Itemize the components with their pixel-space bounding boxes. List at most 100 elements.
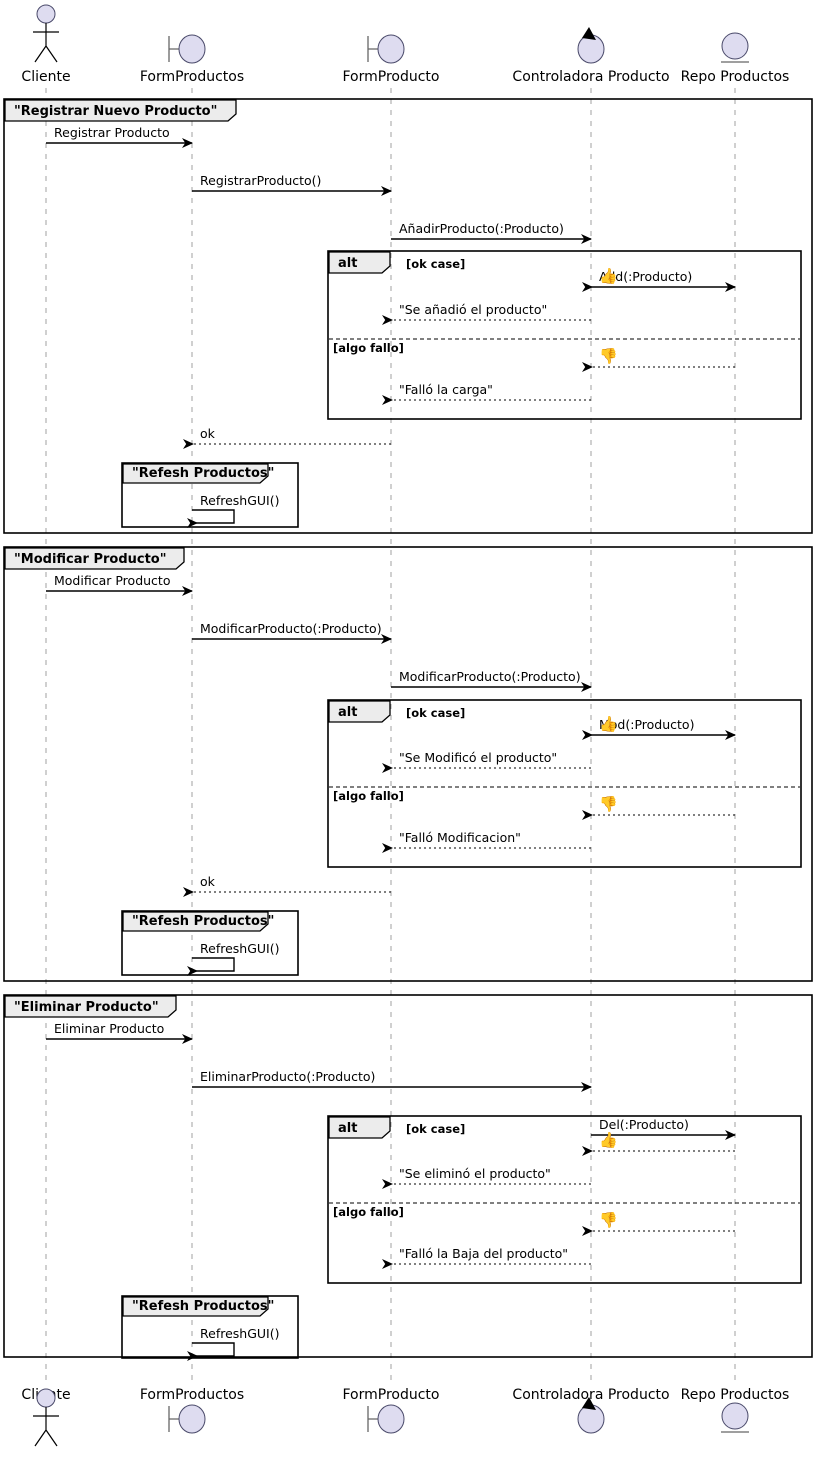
message: "Falló la Baja del producto" xyxy=(382,1246,591,1269)
participant-label-cliente: Cliente xyxy=(21,69,70,85)
message: Del(:Producto) xyxy=(591,1117,736,1140)
thumbs-down-icon: 👎 xyxy=(599,1211,618,1229)
fragment-refresh-0: "Refesh Productos" xyxy=(121,462,299,528)
fragment-alt-1-tab xyxy=(328,700,391,723)
message: "Se Modificó el producto" xyxy=(382,750,591,773)
boundary-icon-bar xyxy=(168,36,180,62)
message-label: Mod(:Producto) xyxy=(599,717,694,732)
entity-icon xyxy=(721,32,749,60)
participant-footer-cliente xyxy=(33,1388,59,1447)
message: EliminarProducto(:Producto) xyxy=(192,1069,592,1092)
message: "Se eliminó el producto" xyxy=(382,1166,591,1189)
fragment-refresh-2: "Refesh Productos" xyxy=(121,1295,299,1359)
fragment-refresh-2-border xyxy=(121,1295,299,1359)
message-label: "Se eliminó el producto" xyxy=(399,1166,551,1181)
self-message-label: RefreshGUI() xyxy=(200,493,279,508)
participant-footer-label-formproducto: FormProducto xyxy=(343,1387,440,1403)
participant-footer-formproducto xyxy=(367,1404,405,1434)
self-message: RefreshGUI() xyxy=(187,493,279,528)
participant-label-formproductos: FormProductos xyxy=(140,69,244,85)
participant-footer-label-formproductos: FormProductos xyxy=(140,1387,244,1403)
message-label: RegistrarProducto() xyxy=(200,173,321,188)
alt-guard-1: [algo fallo] xyxy=(333,789,404,803)
message: AñadirProducto(:Producto) xyxy=(391,221,592,244)
message-label: "Se Modificó el producto" xyxy=(399,750,557,765)
self-message: RefreshGUI() xyxy=(187,1326,279,1361)
alt-guard-1: [algo fallo] xyxy=(333,1205,404,1219)
message-label: Modificar Producto xyxy=(54,573,170,588)
self-message-arrow xyxy=(187,957,235,976)
message-label: Registrar Producto xyxy=(54,125,170,140)
fragment-group-2-tab xyxy=(4,995,177,1018)
message-label: Del(:Producto) xyxy=(599,1117,689,1132)
message: ok xyxy=(183,874,391,897)
message: ok xyxy=(183,426,391,449)
self-message-arrow xyxy=(187,509,235,528)
fragment-alt-0-label: alt xyxy=(338,256,357,271)
participant-footer-label-controladora: Controladora Producto xyxy=(512,1387,669,1403)
boundary-icon xyxy=(178,1404,206,1434)
fragment-refresh-0-tab xyxy=(122,463,269,484)
fragment-alt-0-tab xyxy=(328,251,391,274)
fragment-refresh-1-border xyxy=(121,910,299,976)
fragment-group-0: "Registrar Nuevo Producto" xyxy=(3,98,813,534)
boundary-icon-bar xyxy=(367,1406,379,1432)
participant-cliente: Cliente xyxy=(21,4,71,85)
fragment-refresh-2-label: "Refesh Productos" xyxy=(132,1299,274,1314)
participant-footer-controladora xyxy=(577,1397,605,1434)
participant-footer-formproductos xyxy=(168,1404,206,1434)
actor-icon xyxy=(36,1388,56,1408)
boundary-icon xyxy=(377,34,405,64)
fragment-refresh-0-border xyxy=(121,462,299,528)
participant-label-controladora: Controladora Producto xyxy=(512,69,669,85)
fragment-refresh-1-tab xyxy=(122,911,269,932)
fragment-group-2: "Eliminar Producto" xyxy=(3,994,813,1358)
fragment-group-1-tab xyxy=(4,547,185,570)
boundary-icon xyxy=(178,34,206,64)
message: 👎 xyxy=(582,1211,735,1236)
thumbs-up-icon: 👍 xyxy=(599,267,618,285)
fragment-refresh-1-label: "Refesh Productos" xyxy=(132,914,274,929)
message: RegistrarProducto() xyxy=(192,173,392,196)
fragment-group-0-label: "Registrar Nuevo Producto" xyxy=(14,104,217,119)
participant-label-repo: Repo Productos xyxy=(681,69,790,85)
message-label: ModificarProducto(:Producto) xyxy=(399,669,581,684)
fragment-group-1-label: "Modificar Producto" xyxy=(14,552,167,567)
boundary-icon-bar xyxy=(168,1406,180,1432)
fragment-alt-1-border xyxy=(327,699,802,868)
participant-formproductos: FormProductos xyxy=(140,34,244,85)
fragment-alt-1: alt xyxy=(327,699,802,868)
thumbs-down-icon: 👎 xyxy=(599,347,618,365)
fragment-group-0-tab xyxy=(4,99,237,122)
actor-icon-body xyxy=(33,23,59,63)
message-label: "Falló la carga" xyxy=(399,382,493,397)
fragment-alt-2-label: alt xyxy=(338,1121,357,1136)
self-message: RefreshGUI() xyxy=(187,941,279,976)
fragment-group-1-border xyxy=(3,546,813,982)
message-label: ok xyxy=(200,426,216,441)
message-label: "Se añadió el producto" xyxy=(399,302,547,317)
fragment-group-2-border xyxy=(3,994,813,1358)
message-label: ok xyxy=(200,874,216,889)
message-label: "Falló Modificacion" xyxy=(399,830,521,845)
message-label: "Falló la Baja del producto" xyxy=(399,1246,568,1261)
message: "Se añadió el producto" xyxy=(382,302,591,325)
self-message-label: RefreshGUI() xyxy=(200,1326,279,1341)
participant-footer-repo xyxy=(721,1402,749,1433)
alt-guard-0: [ok case] xyxy=(406,1122,465,1136)
participant-label-formproducto: FormProducto xyxy=(343,69,440,85)
fragment-alt-2: alt xyxy=(327,1115,802,1284)
message: 👍 xyxy=(582,715,735,740)
message: ModificarProducto(:Producto) xyxy=(391,669,592,692)
participant-footer-label-repo: Repo Productos xyxy=(681,1387,790,1403)
fragment-alt-0: alt xyxy=(327,250,802,420)
participant-formproducto: FormProducto xyxy=(343,34,440,85)
fragment-alt-2-border xyxy=(327,1115,802,1284)
fragment-alt-1-label: alt xyxy=(338,705,357,720)
thumbs-up-icon: 👍 xyxy=(599,715,618,733)
fragment-group-2-label: "Eliminar Producto" xyxy=(14,1000,159,1015)
message-label: ModificarProducto(:Producto) xyxy=(200,621,382,636)
alt-guard-0: [ok case] xyxy=(406,257,465,271)
